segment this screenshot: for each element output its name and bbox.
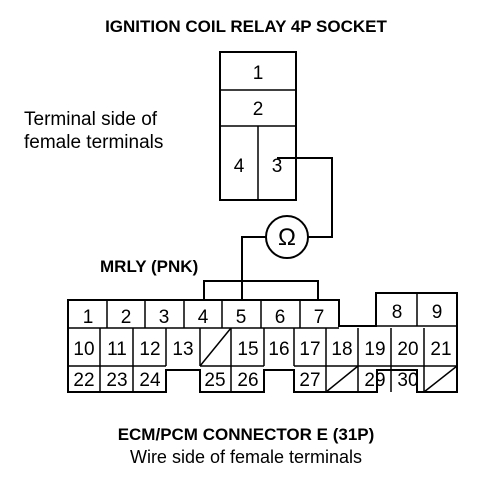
probe-wire-relay [277, 157, 333, 238]
wire-label: MRLY (PNK) [100, 257, 198, 276]
ecm-terminal: 25 [204, 370, 225, 391]
ecm-terminal: 12 [139, 339, 160, 360]
ecm-connector-title: ECM/PCM CONNECTOR E (31P) [118, 425, 375, 444]
ecm-terminal: 27 [299, 370, 320, 391]
ecm-connector-caption: Wire side of female terminals [130, 447, 362, 467]
ecm-terminal: 7 [314, 307, 325, 328]
ecm-terminal: 29 [364, 370, 385, 391]
relay-socket-title: IGNITION COIL RELAY 4P SOCKET [105, 17, 387, 36]
ecm-terminal: 13 [172, 339, 193, 360]
probe-wire-ecm [241, 236, 266, 300]
relay-caption-line1: Terminal side of [24, 109, 158, 130]
ecm-terminal: 6 [275, 307, 286, 328]
ecm-terminal: 22 [73, 370, 94, 391]
ecm-terminal: 9 [432, 302, 443, 323]
ecm-terminal: 1 [83, 307, 94, 328]
ecm-terminal: 4 [198, 307, 209, 328]
ecm-connector-outline [67, 292, 458, 393]
relay-terminal-3: 3 [272, 156, 283, 177]
ecm-terminal: 15 [237, 339, 258, 360]
connector-key-bracket [203, 280, 319, 300]
relay-caption-line2: female terminals [24, 132, 163, 153]
relay-terminal-4: 4 [234, 156, 245, 177]
ecm-terminal: 21 [430, 339, 451, 360]
ohmmeter-icon: Ω [265, 215, 309, 259]
ecm-terminal: 19 [364, 339, 385, 360]
ecm-terminal: 24 [139, 370, 161, 391]
ecm-terminal: 30 [397, 370, 418, 391]
relay-terminal-1: 1 [253, 63, 264, 84]
ecm-terminal: 11 [107, 339, 127, 360]
ecm-terminal: 26 [237, 370, 258, 391]
relay-terminal-2: 2 [253, 99, 264, 120]
ecm-terminal: 8 [392, 302, 403, 323]
ecm-terminal: 18 [331, 339, 352, 360]
ecm-terminal: 2 [121, 307, 132, 328]
ecm-connector: 1 2 3 4 5 6 7 8 9 10 11 12 13 15 16 17 1… [67, 292, 458, 393]
ecm-terminal: 17 [299, 339, 320, 360]
ecm-terminal: 5 [236, 307, 247, 328]
ecm-terminal: 3 [159, 307, 170, 328]
ecm-terminal: 23 [106, 370, 127, 391]
ecm-terminal: 10 [73, 339, 94, 360]
ecm-terminal: 16 [268, 339, 289, 360]
relay-socket: 1 2 4 3 [219, 51, 297, 201]
ohm-symbol: Ω [278, 224, 296, 251]
ecm-terminal: 20 [397, 339, 418, 360]
